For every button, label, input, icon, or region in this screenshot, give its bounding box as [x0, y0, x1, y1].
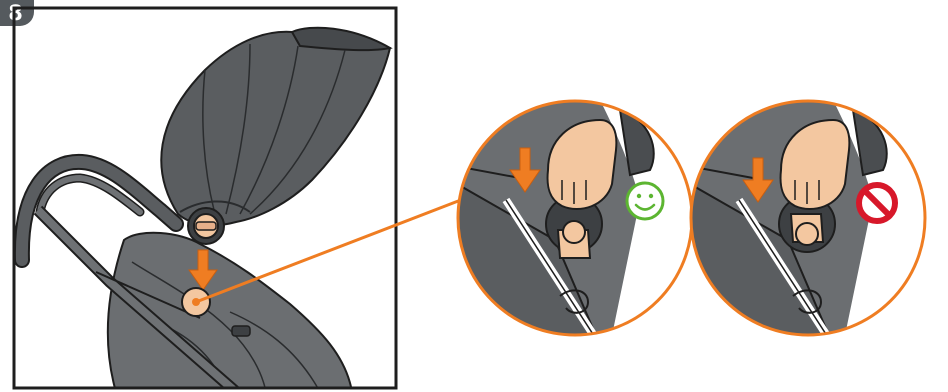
- callout-correct: [450, 95, 700, 345]
- callout-incorrect: [683, 95, 933, 345]
- smiley-icon: [627, 183, 663, 219]
- prohibited-icon: [859, 185, 895, 221]
- canopy: [161, 28, 390, 226]
- canopy-hub: [188, 208, 224, 244]
- main-view-panel: [14, 8, 396, 392]
